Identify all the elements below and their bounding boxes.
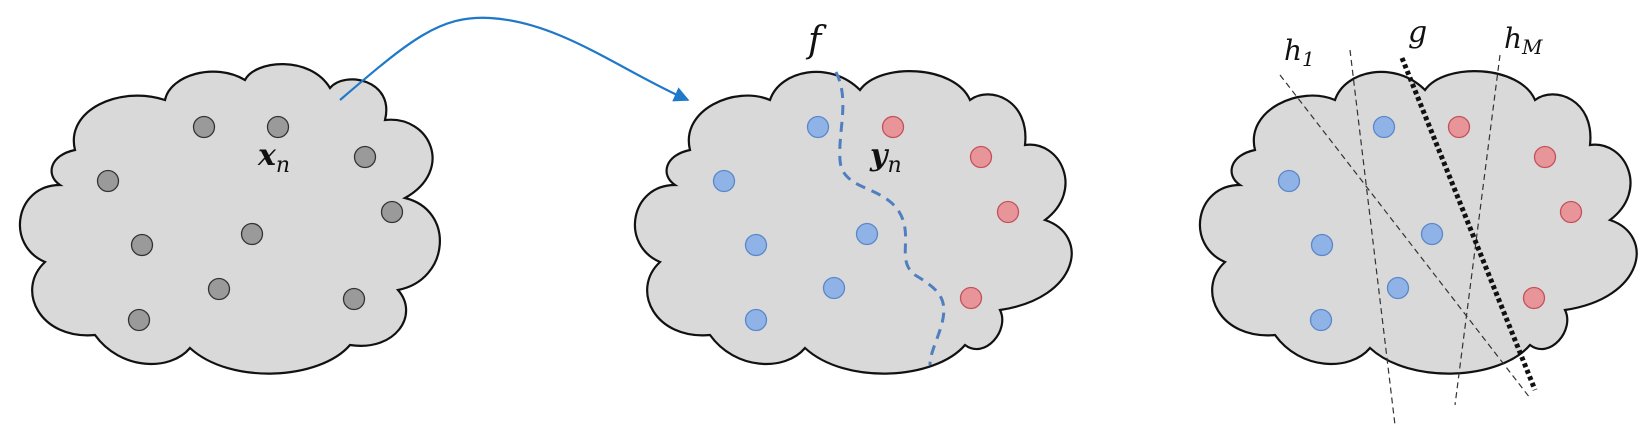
data-point [353, 145, 377, 169]
data-point [881, 115, 905, 139]
data-point [1559, 200, 1583, 224]
f-decision-boundary [834, 71, 946, 366]
data-point [192, 115, 216, 139]
data-point [1310, 233, 1334, 257]
label-hM: hM [1504, 22, 1543, 59]
label-xn: xn [257, 138, 290, 178]
data-point [1277, 169, 1301, 193]
input-points [96, 115, 404, 332]
input-space-panel: xn [18, 63, 441, 375]
data-point [127, 308, 151, 332]
data-point [380, 200, 404, 224]
data-point [855, 222, 879, 246]
data-point [996, 200, 1020, 224]
data-point [806, 115, 830, 139]
labeled-space-panel: f yn [633, 20, 1073, 375]
data-point [207, 277, 231, 301]
input-space-cloud [18, 63, 441, 375]
data-point [240, 222, 264, 246]
label-f: f [805, 20, 827, 61]
data-point [1386, 276, 1410, 300]
label-yn: yn [869, 138, 902, 178]
hypothesis-space-panel: h1 g hM [1198, 15, 1638, 426]
data-point [96, 169, 120, 193]
data-point [744, 308, 768, 332]
data-point [969, 145, 993, 169]
data-point [1372, 115, 1396, 139]
data-point [1420, 222, 1444, 246]
g-line [1399, 57, 1538, 391]
data-point [130, 233, 154, 257]
data-point [822, 276, 846, 300]
label-g: g [1408, 15, 1427, 50]
h-line-middle [1349, 49, 1396, 426]
h1-line [1279, 74, 1531, 399]
label-h1: h1 [1284, 34, 1315, 71]
data-point [1533, 145, 1557, 169]
data-point [744, 233, 768, 257]
mapping-arrow [339, 16, 690, 102]
data-point [342, 287, 366, 311]
data-point [1522, 286, 1546, 310]
data-point [959, 286, 983, 310]
hM-line [1454, 54, 1501, 406]
data-point [1447, 115, 1471, 139]
data-point [266, 115, 290, 139]
data-point [712, 169, 736, 193]
data-point [1309, 308, 1333, 332]
